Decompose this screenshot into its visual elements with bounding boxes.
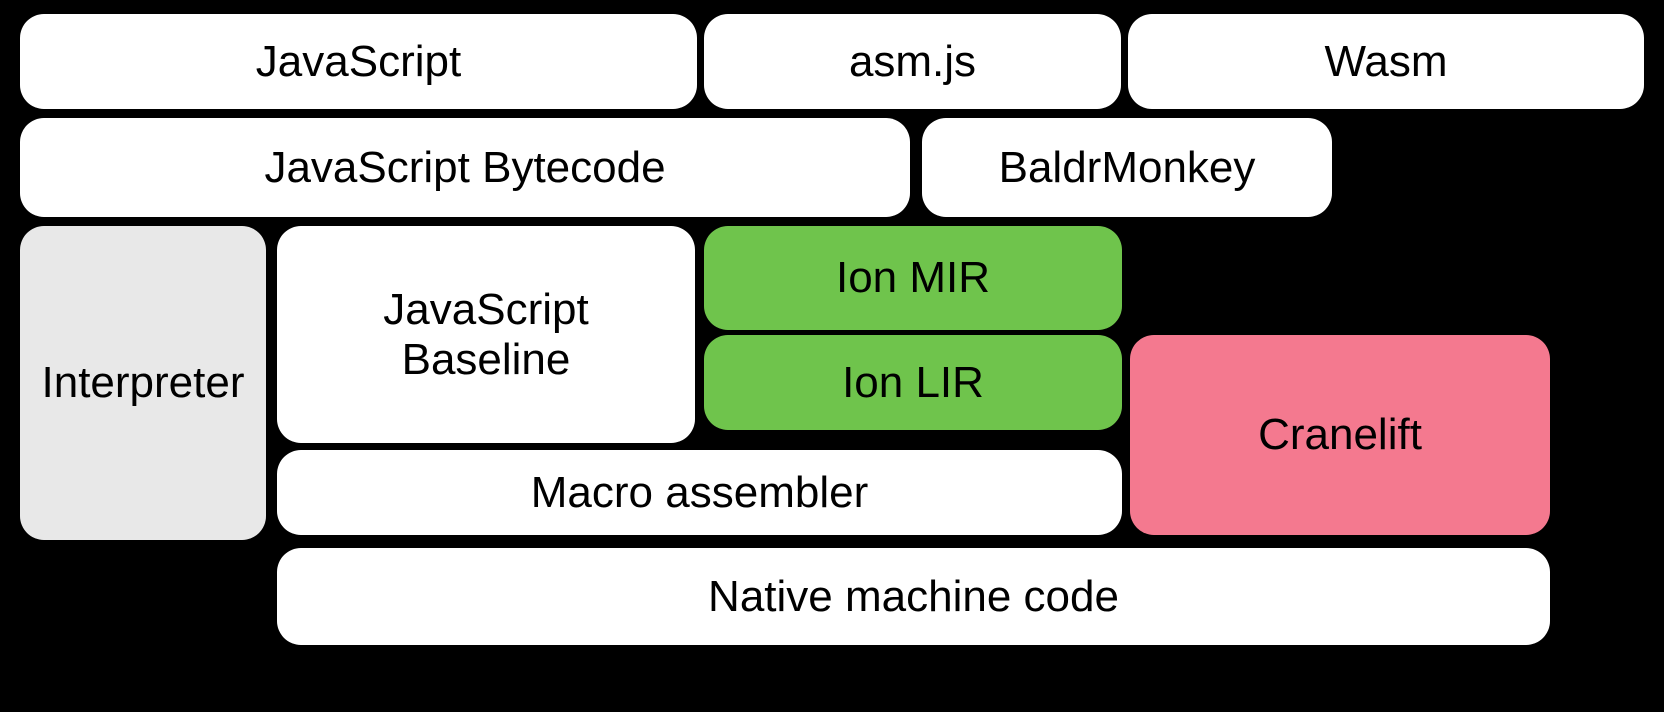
node-javascript-bytecode: JavaScript Bytecode — [20, 118, 910, 217]
node-javascript-baseline: JavaScript Baseline — [277, 226, 695, 443]
node-native-machine-code: Native machine code — [277, 548, 1550, 645]
node-javascript: JavaScript — [20, 14, 697, 109]
node-macro-assembler: Macro assembler — [277, 450, 1122, 535]
node-cranelift: Cranelift — [1130, 335, 1550, 535]
node-baldrmonkey: BaldrMonkey — [922, 118, 1332, 217]
node-wasm: Wasm — [1128, 14, 1644, 109]
node-ion-mir: Ion MIR — [704, 226, 1122, 330]
node-interpreter: Interpreter — [20, 226, 266, 540]
node-ion-lir: Ion LIR — [704, 335, 1122, 430]
node-asmjs: asm.js — [704, 14, 1121, 109]
